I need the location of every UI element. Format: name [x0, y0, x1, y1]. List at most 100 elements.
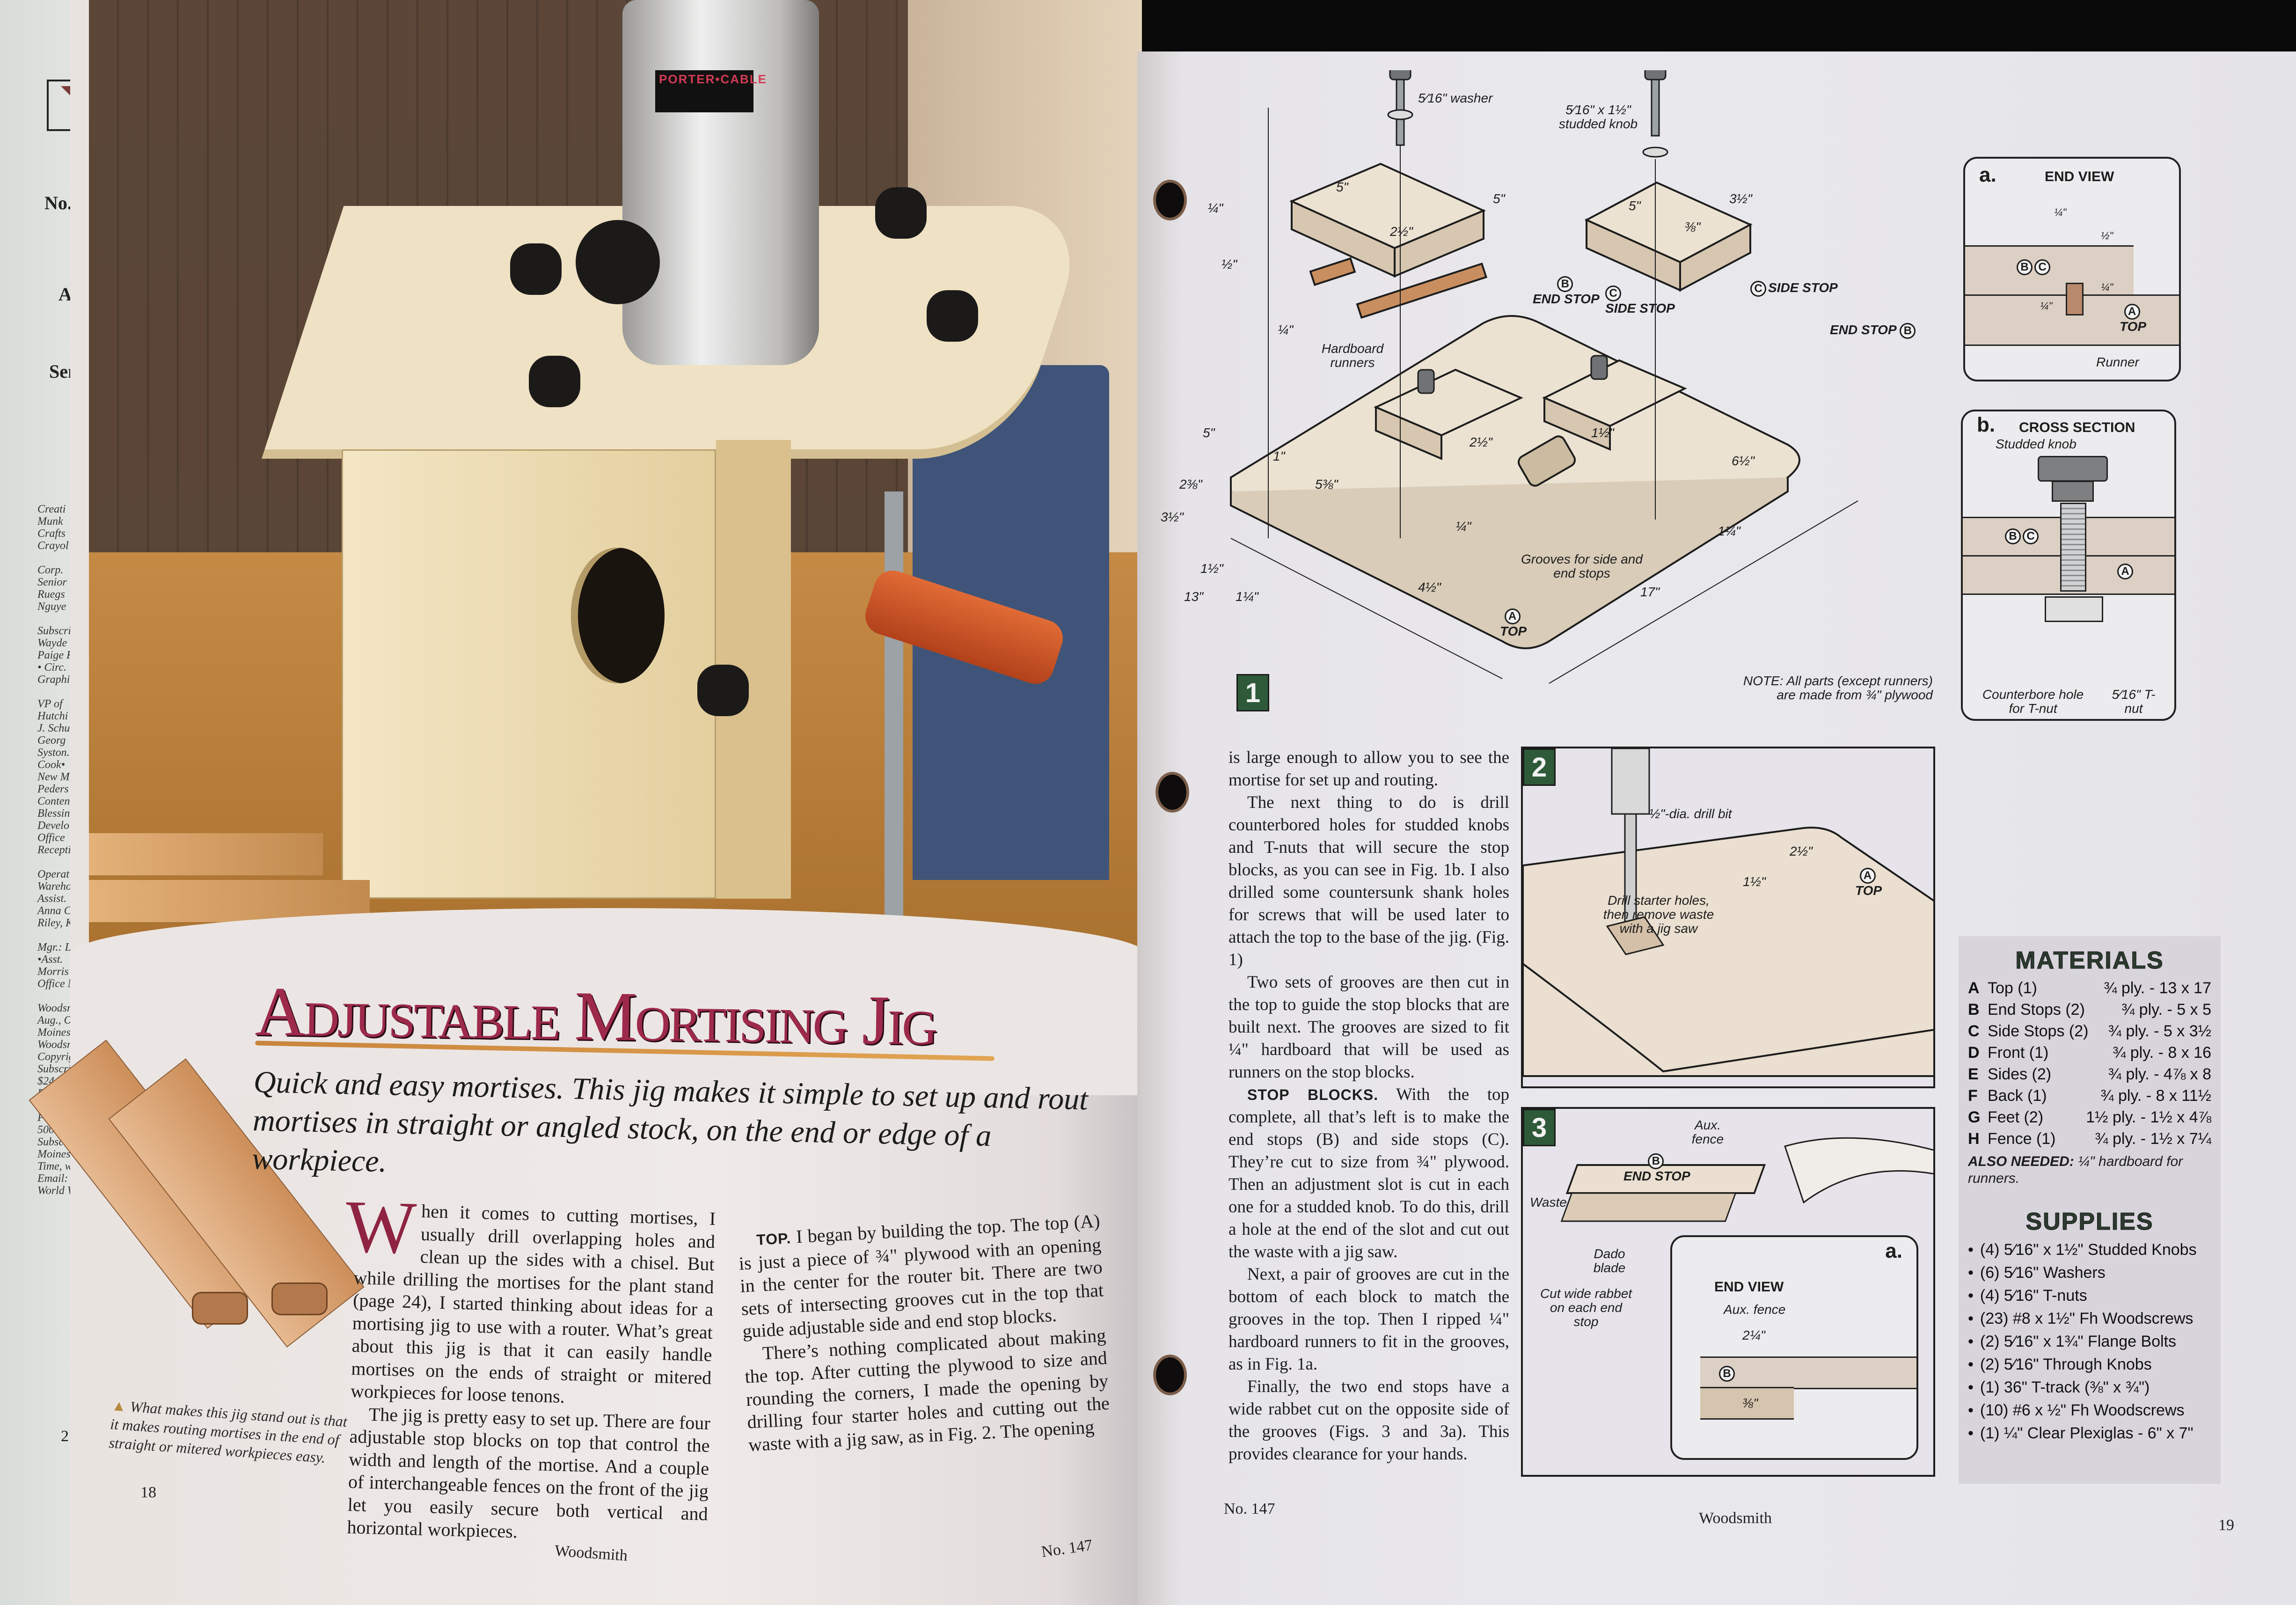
figure-1-badge: 1 — [1236, 674, 1269, 711]
through-knob — [697, 665, 749, 716]
studded-knob-label: Studded knob — [1996, 437, 2077, 451]
supply-item: (4) 5⁄16" x 1½" Studded Knobs — [1968, 1239, 2211, 1261]
dim: 5" — [1203, 425, 1215, 440]
hand-icon — [1784, 1137, 1933, 1204]
figure-3a-inset: a. END VIEW Aux. fence 2¼" B ⅜" — [1670, 1235, 1918, 1460]
right-footer-issue: No. 147 — [1224, 1500, 1275, 1517]
binder-hole — [1156, 183, 1184, 218]
dim: 17" — [1640, 585, 1660, 599]
dim: ¼" — [1278, 322, 1294, 337]
supply-item: (6) 5⁄16" Washers — [1968, 1261, 2211, 1284]
supplies-list: SUPPLIES (4) 5⁄16" x 1½" Studded Knobs (… — [1968, 1208, 2211, 1445]
right-page-number: 19 — [2218, 1517, 2234, 1534]
router-knob — [576, 220, 660, 304]
binder-hole — [1156, 1357, 1184, 1392]
dim: 6½" — [1732, 454, 1755, 468]
paragraph: is large enough to allow you to see the … — [1228, 748, 1509, 790]
washer-label: 5⁄16" washer — [1418, 91, 1493, 105]
paragraph: The next thing to do is drill counterbor… — [1228, 793, 1509, 969]
dim: ⅜" — [1685, 220, 1701, 234]
drop-cap: W — [344, 1184, 417, 1270]
runner-label: Runner — [2096, 355, 2139, 369]
dim: ½" — [1221, 257, 1237, 271]
materials-heading: MATERIALS — [2015, 947, 2164, 975]
supplies-heading: SUPPLIES — [2025, 1208, 2154, 1236]
also-needed: ALSO NEEDED: ¼" hardboard for runners. — [1968, 1154, 2183, 1186]
page-number-fragment: 2 — [61, 1428, 69, 1445]
drill-chuck-icon — [1611, 748, 1650, 815]
dim: 1½" — [1591, 425, 1614, 440]
photo-edge — [70, 908, 1147, 1095]
dim: 1¼" — [1236, 589, 1258, 604]
dim: 5" — [1336, 180, 1348, 194]
run-in-heading: STOP BLOCKS. — [1247, 1086, 1379, 1103]
tnut-icon — [2045, 596, 2103, 622]
dim: ¼" — [1455, 519, 1471, 534]
studded-knob — [927, 290, 978, 342]
plywood-note: NOTE: All parts (except runners) are mad… — [1743, 674, 1933, 702]
dim: 5" — [1493, 191, 1505, 206]
dim: 4½" — [1418, 580, 1441, 594]
knob-icon — [1389, 51, 1411, 81]
supply-item: (23) #8 x 1½" Fh Woodscrews — [1968, 1307, 2211, 1330]
runner-icon — [2066, 283, 2084, 315]
masthead-fragment: No. — [44, 192, 72, 213]
bolt-icon — [2060, 503, 2086, 592]
supply-item: (10) #6 x ½" Fh Woodscrews — [1968, 1399, 2211, 1422]
dim: 2½" — [1390, 224, 1413, 239]
wood-stock — [89, 833, 323, 875]
paragraph: Next, a pair of grooves are cut in the b… — [1228, 1265, 1509, 1374]
right-footer-magazine: Woodsmith — [1699, 1510, 1772, 1527]
dim: 3½" — [1729, 191, 1752, 206]
body-column-3: is large enough to allow you to see the … — [1228, 747, 1509, 1466]
studded-knob — [875, 187, 927, 239]
supply-item: (4) 5⁄16" T-nuts — [1968, 1284, 2211, 1307]
caption-triangle-icon: ▲ — [111, 1397, 127, 1415]
dim: 2⅜" — [1179, 477, 1202, 491]
jig-photo: PORTER•CABLE — [89, 0, 1142, 964]
dim: 5" — [1629, 198, 1641, 213]
exploded-view-drawing — [1230, 51, 1858, 684]
run-in-heading: TOP. — [756, 1230, 792, 1248]
dim: 1½" — [1200, 561, 1223, 576]
drill-bit-icon — [1624, 813, 1637, 927]
studded-knob — [529, 356, 580, 407]
dim: 5⅜" — [1315, 477, 1338, 491]
jig-opening — [571, 548, 665, 683]
supply-item: (1) ¼" Clear Plexiglas - 6" x 7" — [1968, 1422, 2211, 1445]
studded-knob-label: 5⁄16" x 1½" studded knob — [1558, 103, 1638, 131]
paragraph: Finally, the two end stops have a wide r… — [1228, 1377, 1509, 1464]
magazine-logo-fragment — [47, 80, 84, 131]
staff-list-fragment: Creati Munk Crafts Crayol Corp. Senior R… — [37, 503, 77, 1197]
supply-item: (2) 5⁄16" Through Knobs — [1968, 1353, 2211, 1376]
router — [622, 0, 819, 365]
left-page-number: 18 — [140, 1484, 156, 1501]
knob-icon — [2038, 456, 2108, 482]
paragraph: There’s nothing complicated about making… — [744, 1324, 1110, 1455]
hardboard-runners-label: Hardboard runners — [1321, 341, 1384, 370]
clamp-bar — [885, 491, 903, 964]
binder-hole — [1158, 775, 1186, 810]
paragraph: The jig is pretty easy to set up. There … — [347, 1403, 711, 1542]
router-brand-label: PORTER•CABLE — [655, 70, 766, 112]
jig-body — [342, 449, 716, 899]
supply-item: (1) 36" T-track (⅜" x ¾") — [1968, 1376, 2211, 1399]
dim: 1¼" — [1718, 524, 1740, 538]
